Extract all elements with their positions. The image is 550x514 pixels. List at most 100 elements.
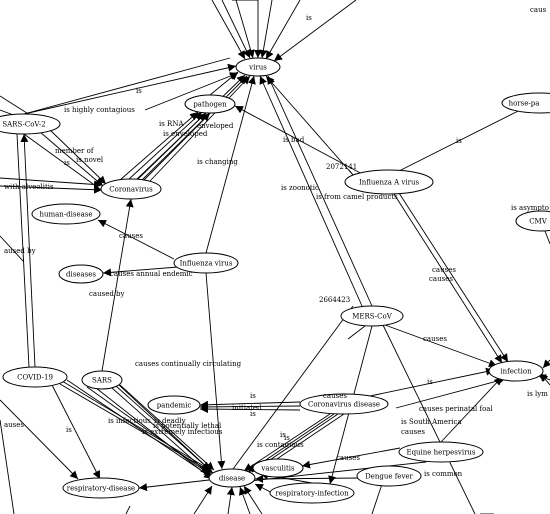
edge-label-is-cd-1: is [280, 431, 286, 439]
node-influenza-virus[interactable]: Influenza virus [173, 252, 239, 274]
graph-edge [0, 95, 31, 116]
node-human-disease-label: human-disease [39, 211, 92, 219]
edge-label-causes-perinatal-foal: causes perinatal foal [419, 405, 493, 413]
graph-edge [143, 75, 248, 181]
node-equine-herpesvirus-label: Equine herpesvirus [406, 449, 475, 457]
edge-label-is-infection: is [427, 378, 433, 386]
graph-edge [265, 0, 301, 60]
node-vasculitis[interactable]: vasculitis [252, 458, 304, 478]
node-coronavirus-disease[interactable]: Coronavirus disease [299, 393, 389, 415]
node-mers-cov-label: MERS-CoV [352, 313, 393, 321]
edge-label-is-cd-2: is [284, 434, 290, 442]
node-dengue-fever[interactable]: Dengue fever [356, 465, 422, 487]
graph-edge [141, 112, 211, 181]
node-mers-cov[interactable]: MERS-CoV [340, 305, 404, 327]
graph-edge [0, 185, 103, 194]
edge-label-is-virus: is [136, 87, 142, 95]
node-respiratory-disease[interactable]: respiratory-disease [62, 477, 140, 499]
edge-label-causes-infection-1: causes [432, 266, 456, 274]
node-influenza-a-virus[interactable]: Influenza A virus [344, 169, 434, 195]
graph-edge [384, 324, 498, 368]
graph-edge [211, 0, 246, 60]
node-equine-herpesvirus[interactable]: Equine herpesvirus [398, 441, 484, 463]
node-coronavirus[interactable]: Coronavirus [100, 178, 162, 200]
edge-label-auses: auses [4, 421, 24, 429]
node-virus[interactable]: virus [235, 57, 281, 77]
edge-label-is-respiratory-disease: is [66, 426, 72, 434]
graph-edge [199, 405, 301, 414]
node-respiratory-disease-label: respiratory-disease [67, 485, 135, 493]
edge-label-is-horse: is [456, 137, 462, 145]
node-sars[interactable]: SARS [81, 370, 123, 390]
graph-edge [101, 198, 134, 372]
node-covid-19[interactable]: COVID-19 [2, 366, 68, 388]
graph-edge [102, 266, 179, 277]
node-sars-cov-2-label: SARS-CoV-2 [2, 121, 45, 129]
graph-edge [542, 359, 550, 369]
graph-edge [243, 485, 263, 514]
node-disease-label: disease [219, 475, 245, 483]
node-sars-cov-2[interactable]: SARS-CoV-2 [0, 113, 61, 135]
node-human-disease[interactable]: human-disease [31, 203, 101, 225]
graph-edge [235, 0, 255, 59]
edge-label-with-alveolitis: with alveolitis [4, 183, 54, 191]
edge-label-enveloped: enveloped [197, 122, 234, 130]
graph-edge [382, 324, 476, 514]
node-diseases[interactable]: diseases [58, 264, 104, 284]
node-infection[interactable]: infection [488, 360, 544, 382]
node-pandemic[interactable]: pandemic [147, 395, 201, 415]
graph-edge [86, 386, 213, 477]
edge-label-aused-by: aused by [4, 247, 36, 255]
edge-label-is-from-camel-products: is from camel products [316, 193, 398, 201]
edge-label-is-highly-contagious: is highly contagious [64, 106, 135, 114]
node-infection-label: infection [500, 368, 532, 376]
graph-edge [199, 402, 301, 411]
edge-label-is-top: is [306, 14, 312, 22]
edge-labels: caus is is is highly contagious is RNA i… [4, 6, 549, 478]
edge-label-is-contagious: is contagious [257, 441, 304, 449]
edge-label-2072141: 2072141 [326, 163, 357, 171]
edge-label-is-common: is common [424, 470, 463, 478]
graph-edge [193, 485, 213, 514]
graph-edge [440, 376, 503, 443]
graph-edge [111, 387, 210, 475]
edge-label-causes-infection-2: causes [429, 275, 453, 283]
graph-edge [249, 461, 427, 482]
graph-edge [0, 399, 79, 480]
node-sars-label: SARS [92, 377, 112, 385]
edge-label-causes-mers: causes [423, 335, 447, 343]
graph-edge [199, 400, 301, 409]
node-horse-pa[interactable]: horse-pa [501, 92, 550, 114]
edge-label-is-potentially-lethal: is potentially lethal [153, 422, 222, 430]
edge-label-causes-human-disease: causes [119, 232, 143, 240]
node-horse-pa-label: horse-pa [509, 100, 540, 108]
graph-edge [51, 384, 101, 480]
node-pandemic-label: pandemic [157, 402, 192, 410]
node-respiratory-infection[interactable]: respiratory-infection [269, 482, 355, 504]
node-pathogen[interactable]: pathogen [184, 94, 236, 114]
edge-label-is-changing: is changing [197, 158, 238, 166]
graph-edge [209, 71, 239, 96]
graph-edge [265, 75, 354, 176]
graph-edge [39, 131, 104, 187]
graph-edge [232, 305, 354, 470]
graph-edge [395, 377, 506, 409]
edge-label-is-infectious: is infectious [108, 417, 151, 425]
graph-edge [267, 75, 373, 307]
node-disease[interactable]: disease [208, 468, 256, 488]
graph-edge [234, 105, 367, 177]
edge-label-initiated: initiated [232, 404, 262, 412]
edge-label-is-bad: is bad [283, 136, 305, 144]
edge-label-caus-top: caus [530, 6, 547, 14]
graph-edge [23, 133, 101, 190]
graph-edge [0, 177, 103, 189]
graph-edge [301, 447, 401, 469]
graph-edge [544, 230, 550, 245]
edge-label-is-south-america: is South America [401, 418, 462, 426]
node-influenza-virus-label: Influenza virus [180, 260, 233, 268]
edge-label-is-enveloped: is enveloped [163, 130, 208, 138]
node-cmv[interactable]: CMV [515, 210, 550, 232]
edge-label-causes-continually-circulating: causes continually circulating [135, 360, 242, 368]
graph-edge [221, 0, 251, 59]
node-respiratory-infection-label: respiratory-infection [275, 490, 349, 498]
